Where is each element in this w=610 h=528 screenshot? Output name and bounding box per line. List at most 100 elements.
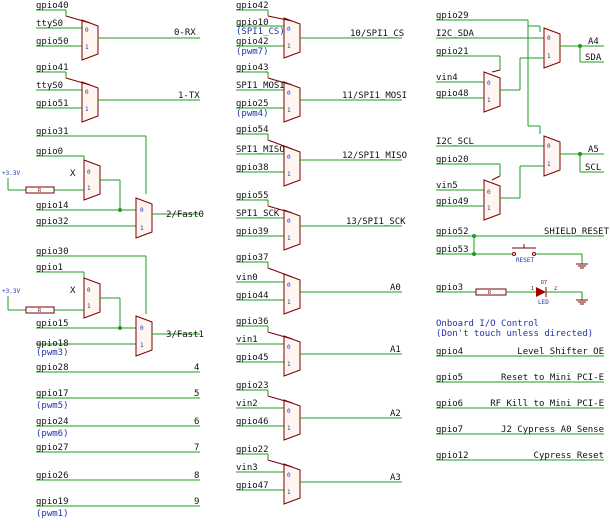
mux-spi1-sck: 0 1 gpio55 SPI1_SCK gpio39 13/SPI1_SCK [236, 191, 406, 251]
svg-text:vin3: vin3 [236, 463, 258, 473]
mux-1-tx: 0 1 gpio41 ttyS0 gpio51 1-TX [36, 63, 200, 123]
svg-text:1: 1 [531, 286, 534, 292]
svg-text:gpio26: gpio26 [36, 471, 69, 481]
svg-text:1: 1 [287, 425, 291, 432]
label-ttys0: ttyS0 [36, 19, 63, 29]
svg-text:11/SPI1_MOSI: 11/SPI1_MOSI [342, 91, 407, 101]
svg-text:gpio20: gpio20 [436, 155, 469, 165]
svg-text:gpio14: gpio14 [36, 201, 69, 211]
svg-text:gpio5: gpio5 [436, 373, 463, 383]
svg-text:A1: A1 [390, 345, 401, 355]
label-gpio50: gpio50 [36, 37, 69, 47]
svg-text:SCL: SCL [585, 163, 601, 173]
svg-text:Reset to Mini PCI-E: Reset to Mini PCI-E [501, 373, 604, 383]
svg-text:8: 8 [194, 471, 199, 481]
pin-4: gpio28 4 [36, 363, 200, 373]
svg-text:(pwm3): (pwm3) [36, 348, 69, 358]
svg-text:X: X [70, 169, 76, 179]
pin-9: gpio19 (pwm1) 9 [36, 497, 200, 519]
svg-text:(pwm6): (pwm6) [36, 429, 69, 439]
svg-text:SDA: SDA [585, 53, 602, 63]
svg-text:I2C_SCL: I2C_SCL [436, 137, 474, 147]
ctrl-gpio4: gpio4 Level Shifter OE [436, 347, 604, 357]
mux-a5: 0 1 0 1 I2C_SCL gpio20 vin5 gpio49 A5 SC… [436, 125, 604, 221]
svg-text:SHIELD_RESET: SHIELD_RESET [544, 227, 610, 237]
svg-text:1: 1 [487, 97, 491, 104]
svg-text:vin5: vin5 [436, 181, 458, 191]
mux-spi1-cs: 0 1 gpio42 gpio10 (SPI1_CS) gpio42 (pwm7… [236, 1, 404, 59]
svg-text:gpio55: gpio55 [236, 191, 269, 201]
svg-text:1: 1 [287, 235, 291, 242]
svg-text:1: 1 [140, 225, 144, 232]
svg-text:A2: A2 [390, 409, 401, 419]
svg-text:RESET: RESET [516, 257, 534, 264]
svg-text:1: 1 [287, 361, 291, 368]
mux-a3: 0 1 gpio22 vin3 gpio47 A3 [236, 445, 402, 505]
svg-text:1: 1 [140, 342, 144, 349]
svg-text:gpio38: gpio38 [236, 163, 269, 173]
svg-text:0: 0 [287, 344, 291, 351]
svg-text:LED: LED [538, 299, 549, 306]
svg-text:1: 1 [85, 106, 89, 113]
svg-text:1: 1 [87, 185, 91, 192]
svg-text:0: 0 [487, 189, 491, 196]
label-gpio40: gpio40 [36, 1, 69, 11]
svg-text:(pwm7): (pwm7) [236, 47, 269, 57]
svg-text:gpio44: gpio44 [236, 291, 269, 301]
net-1-tx: 1-TX [178, 91, 200, 101]
svg-text:gpio42: gpio42 [236, 37, 269, 47]
svg-text:gpio36: gpio36 [236, 317, 269, 327]
mux-a2: 0 1 gpio23 vin2 gpio46 A2 [236, 381, 402, 441]
svg-text:gpio54: gpio54 [236, 125, 269, 135]
svg-text:0: 0 [140, 207, 144, 214]
svg-text:0: 0 [287, 408, 291, 415]
net-3-fast1: 3/Fast1 [166, 330, 204, 340]
svg-text:gpio19: gpio19 [36, 497, 69, 507]
svg-text:gpio49: gpio49 [436, 197, 469, 207]
svg-text:Cypress Reset: Cypress Reset [534, 451, 604, 461]
led-d7: R 1 2 D7 LED gpio3 [436, 280, 588, 306]
svg-text:gpio18: gpio18 [36, 339, 69, 349]
svg-text:0: 0 [85, 89, 89, 96]
note-title: Onboard I/O Control [436, 319, 539, 329]
svg-text:0: 0 [87, 287, 91, 294]
svg-text:R: R [488, 290, 492, 296]
svg-text:gpio45: gpio45 [236, 353, 269, 363]
svg-text:(pwm5): (pwm5) [36, 401, 69, 411]
net-0-rx: 0-RX [174, 28, 196, 38]
svg-text:vin0: vin0 [236, 273, 258, 283]
svg-text:gpio23: gpio23 [236, 381, 269, 391]
svg-text:7: 7 [194, 443, 199, 453]
pin-8: gpio26 8 [36, 471, 200, 481]
svg-text:(pwm1): (pwm1) [36, 509, 69, 519]
svg-text:12/SPI1_MISO: 12/SPI1_MISO [342, 151, 407, 161]
svg-text:gpio6: gpio6 [436, 399, 463, 409]
pin-5: gpio17 (pwm5) 5 [36, 389, 200, 411]
ctrl-gpio5: gpio5 Reset to Mini PCI-E [436, 373, 604, 383]
svg-text:SPI1_MOSI: SPI1_MOSI [236, 81, 285, 91]
svg-text:1: 1 [487, 205, 491, 212]
mux-a0: 0 1 gpio37 vin0 gpio44 A0 [236, 253, 402, 315]
svg-text:gpio42: gpio42 [236, 1, 269, 11]
svg-text:vin4: vin4 [436, 73, 458, 83]
svg-text:gpio24: gpio24 [36, 417, 69, 427]
svg-text:gpio0: gpio0 [36, 147, 63, 157]
svg-text:RF Kill to Mini PCI-E: RF Kill to Mini PCI-E [490, 399, 604, 409]
svg-text:(pwm4): (pwm4) [236, 109, 269, 119]
svg-text:2: 2 [554, 286, 557, 292]
svg-text:gpio47: gpio47 [236, 481, 269, 491]
ctrl-gpio6: gpio6 RF Kill to Mini PCI-E [436, 399, 604, 409]
svg-text:gpio17: gpio17 [36, 389, 69, 399]
svg-text:J2 Cypress A0 Sense: J2 Cypress A0 Sense [501, 425, 604, 435]
svg-text:gpio32: gpio32 [36, 217, 69, 227]
svg-text:A4: A4 [588, 37, 599, 47]
svg-text:+3.3V: +3.3V [2, 288, 20, 295]
net-2-fast0: 2/Fast0 [166, 210, 204, 220]
svg-text:gpio53: gpio53 [436, 245, 469, 255]
svg-text:gpio27: gpio27 [36, 443, 69, 453]
svg-text:0: 0 [547, 143, 551, 150]
svg-text:vin2: vin2 [236, 399, 258, 409]
svg-text:0: 0 [287, 90, 291, 97]
svg-text:gpio41: gpio41 [36, 63, 69, 73]
